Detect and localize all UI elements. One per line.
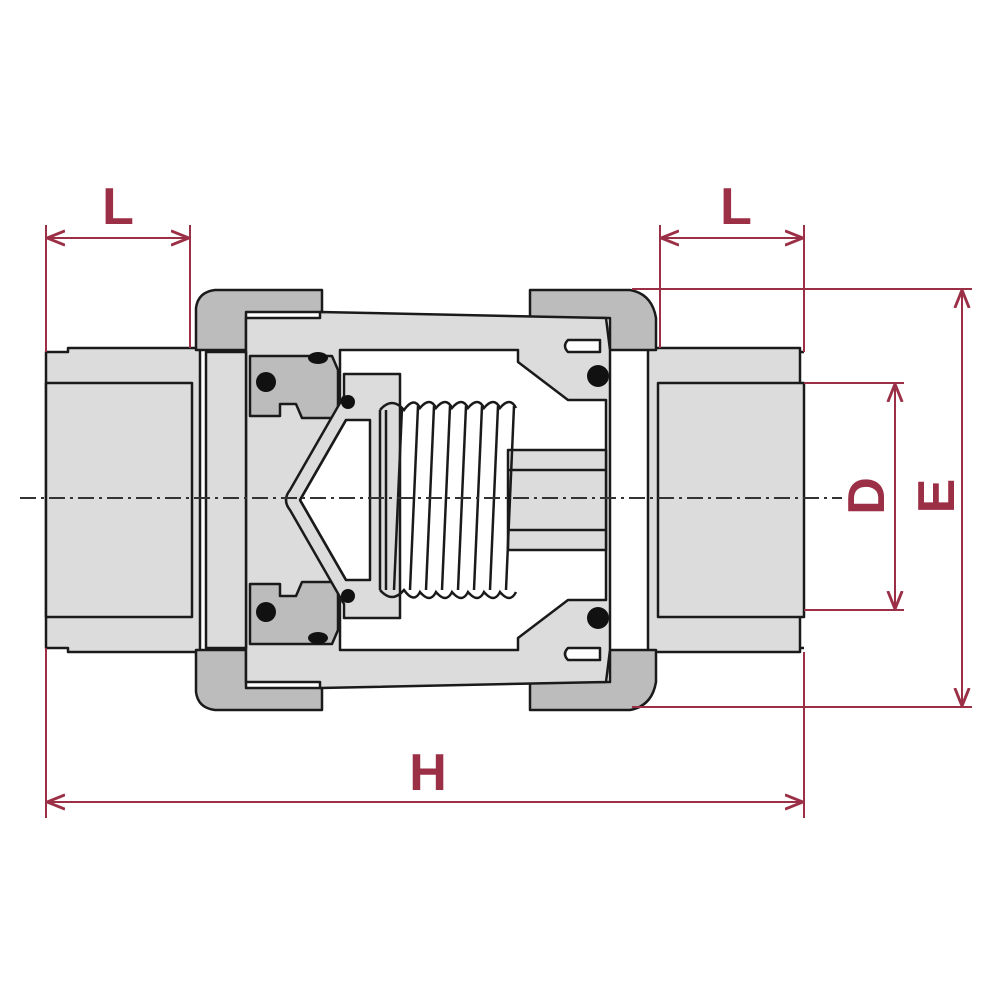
o-ring-bottom-left [256, 602, 276, 622]
dimensions [45, 225, 972, 818]
bottom-seal-carrier [248, 580, 340, 646]
valve-body [44, 288, 806, 712]
o-ring-top-stem [308, 352, 328, 364]
right-socket-bore [656, 381, 806, 619]
top-seal-carrier [248, 354, 340, 420]
top-slot [563, 338, 602, 354]
label-h: H [409, 744, 447, 802]
bottom-slot [563, 646, 602, 662]
left-union-nut-bottom [194, 648, 324, 712]
left-socket-bore [44, 381, 194, 619]
o-rings [256, 352, 609, 644]
o-ring-bottom-stem [308, 632, 328, 644]
left-end-connector [204, 350, 248, 650]
spring-guide [506, 448, 608, 552]
left-union-nut-top [194, 288, 324, 352]
label-right-l: L [720, 178, 752, 236]
label-d: D [838, 477, 896, 515]
o-ring-bottom-disc [341, 589, 355, 603]
o-ring-top-left [256, 372, 276, 392]
right-union-nut-bottom [528, 648, 658, 712]
o-ring-top-disc [341, 395, 355, 409]
label-left-l: L [102, 178, 134, 236]
label-e: E [908, 479, 966, 514]
o-ring-top-right [587, 365, 609, 387]
o-ring-bottom-right [587, 607, 609, 629]
right-union-nut-top [528, 288, 658, 352]
flow-chamber [338, 348, 608, 652]
